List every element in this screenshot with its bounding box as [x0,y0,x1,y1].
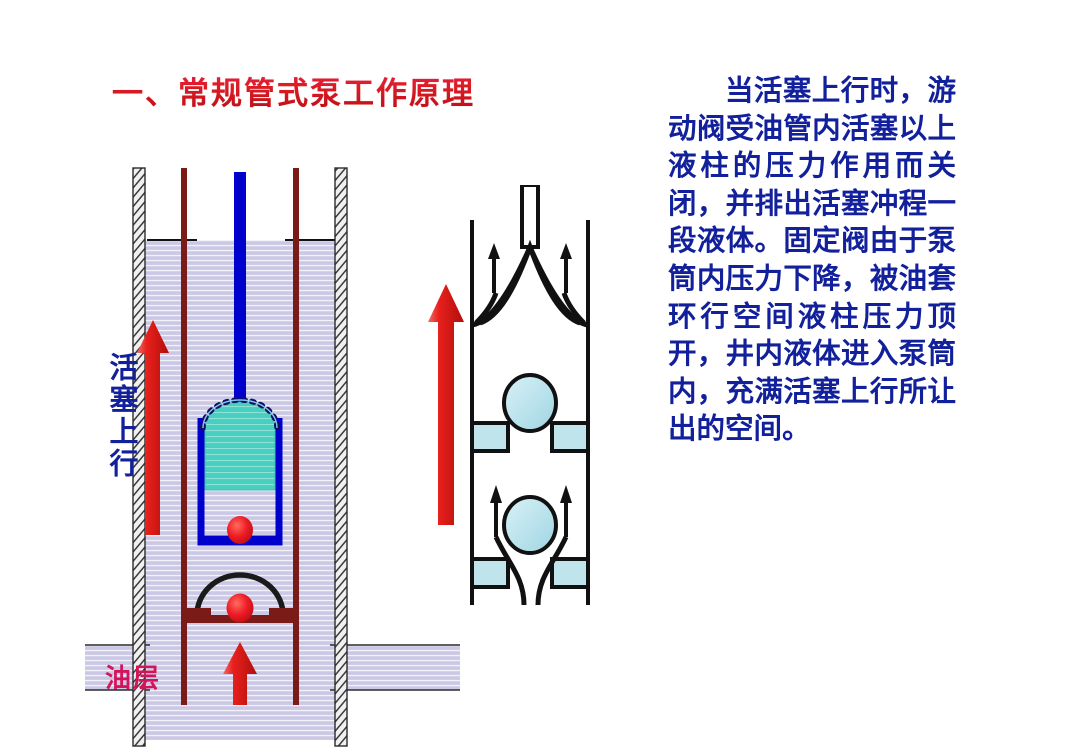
casing-wall-right [334,167,348,747]
lower-ball-valve-open [470,485,590,606]
valve-detail-diagram [450,183,610,606]
center-flow-arrow-wrapper [418,280,474,534]
traveling-valve-ball [227,516,253,544]
tubing-string [181,168,299,705]
description-paragraph: 当活塞上行时，游动阀受油管内活塞以上液柱的压力作用而关闭，并排出活塞冲程一段液体… [668,73,956,446]
valve-detail-svg [470,183,590,606]
detail-barrel-walls [470,220,590,605]
traveling-valve-closed [471,239,589,328]
pump-cross-section-diagram [0,160,475,749]
casing-wall-left [132,167,146,747]
standing-valve [181,572,299,623]
pump-cross-section-svg [0,167,475,747]
piston-up-arrow [137,320,169,535]
inlet-flow-arrow [223,642,257,705]
piston-up-label: 活塞上行 [105,352,139,480]
oil-layer-label: 油层 [105,664,162,694]
sucker-rod [234,172,246,404]
detail-hollow-rod [520,183,540,249]
center-flow-arrow [428,284,464,525]
page-title: 一、常规管式泵工作原理 [112,68,475,113]
piston [200,397,280,491]
oil-reservoir-band-right [330,644,475,691]
upper-ball-valve-closed [470,373,590,453]
